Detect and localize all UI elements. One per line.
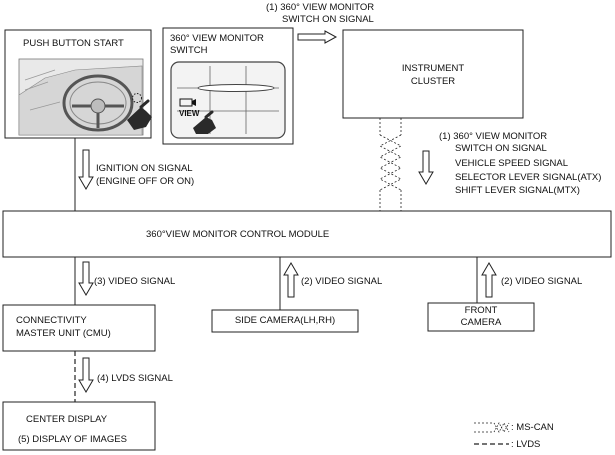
display-label-line2: (5) DISPLAY OF IMAGES [18,434,127,445]
arrow-lvds [78,357,94,393]
signal-cluster-2: SWITCH ON SIGNAL [455,143,547,154]
push-button-label: PUSH BUTTON START [23,38,124,49]
legend-mscan-label: : MS-CAN [511,422,554,433]
steering-wheel-illustration [18,58,144,136]
arrow-ignition [78,149,94,190]
signal-cluster-3: VEHICLE SPEED SIGNAL [455,158,568,169]
switch-panel-illustration [170,61,286,139]
legend-mscan-symbol [474,422,510,433]
signal-switch-on-top-2: SWITCH ON SIGNAL [282,14,374,25]
finger-icon-push [127,99,152,130]
legend-lvds-label: : LVDS [511,439,541,450]
switch-box [162,27,294,145]
arrow-video-front [481,262,497,298]
signal-ignition-1: IGNITION ON SIGNAL [96,163,193,174]
arrow-switch-to-cluster [297,30,338,44]
arrow-video-side [283,262,299,298]
cluster-label-line2: CLUSTER [410,76,456,87]
front-camera-label-line2: CAMERA [460,317,502,328]
side-camera-box [211,309,359,333]
signal-cluster-1: (1) 360° VIEW MONITOR [439,131,548,142]
arrow-cluster-to-module [418,150,434,185]
signal-video-side: (2) VIDEO SIGNAL [301,276,383,287]
side-camera-label: SIDE CAMERA(LH,RH) [234,315,336,326]
signal-video-cmu: (3) VIDEO SIGNAL [94,276,176,287]
display-label-line1: CENTER DISPLAY [26,414,108,425]
cluster-label-line1: INSTRUMENT [401,63,465,74]
signal-ignition-2: (ENGINE OFF OR ON) [96,176,195,187]
switch-label-line2: SWITCH [170,45,208,56]
finger-icon-view [193,110,216,134]
front-camera-label-line1: FRONT [464,305,498,316]
signal-cluster-5: SHIFT LEVER SIGNAL(MTX) [455,185,580,196]
cmu-label-line1: CONNECTIVITY [16,315,87,326]
signal-switch-on-top-1: (1) 360° VIEW MONITOR [266,2,375,13]
view-button-label: VIEW [179,109,200,118]
cmu-label-line2: MASTER UNIT (CMU) [16,328,111,339]
signal-video-front: (2) VIDEO SIGNAL [501,276,583,287]
front-camera-box [427,302,535,332]
signal-lvds: (4) LVDS SIGNAL [97,373,173,384]
control-module-label: 360°VIEW MONITOR CONTROL MODULE [146,229,330,240]
switch-label-line1: 360° VIEW MONITOR [170,33,264,44]
signal-cluster-4: SELECTOR LEVER SIGNAL(ATX) [455,172,602,183]
control-module-box [2,210,612,258]
mscan-wire [379,118,402,211]
arrow-video-cmu [78,261,94,296]
cmu-box [2,304,156,352]
display-box [2,401,156,451]
push-button-box [4,29,152,139]
cluster-box [342,29,524,119]
